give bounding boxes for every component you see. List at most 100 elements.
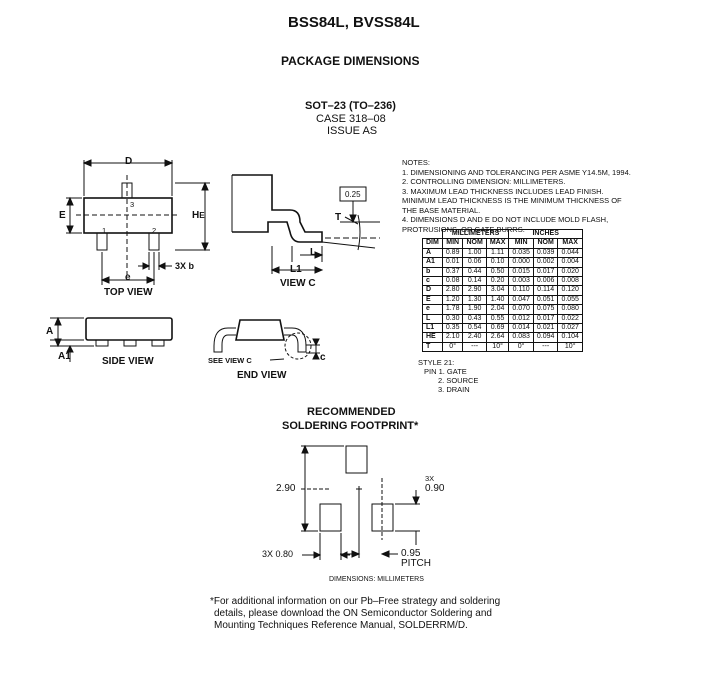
footprint-pad-width: 3X 0.80	[262, 549, 294, 559]
dim-label-a: A	[46, 326, 54, 337]
style-pin-2: 2. SOURCE	[438, 376, 479, 385]
dim-name-cell: A	[422, 247, 443, 259]
value-cell: 0.015	[508, 266, 534, 278]
value-cell: 2.90	[462, 285, 487, 296]
value-cell: 0.080	[557, 304, 583, 315]
table-corner	[422, 229, 443, 240]
value-cell: 2.40	[462, 332, 487, 343]
footprint-units: DIMENSIONS: MILLIMETERS	[329, 576, 424, 583]
dim-label-l: L	[310, 247, 317, 258]
section-title: PACKAGE DIMENSIONS	[281, 54, 420, 68]
side-view-label: SIDE VIEW	[102, 356, 154, 367]
footprint-pad-height: 0.90	[425, 483, 445, 494]
value-cell: 0.039	[532, 247, 559, 259]
style-pin-3: 3. DRAIN	[438, 385, 470, 394]
dim-label-e-pitch: e	[125, 272, 131, 283]
value-cell: 0.06	[462, 257, 487, 268]
view-c-label: VIEW C	[280, 278, 316, 289]
value-cell: 0.01	[441, 257, 464, 268]
value-cell: 0°	[441, 341, 464, 353]
gauge-label: 0.25	[345, 190, 361, 199]
value-cell: 1.00	[462, 247, 487, 259]
value-cell: 0.55	[485, 313, 510, 325]
dim-label-a1: A1	[58, 351, 71, 362]
column-header: MAX	[485, 238, 510, 249]
dim-label-t: T	[335, 212, 342, 223]
page-title: BSS84L, BVSS84L	[288, 14, 420, 31]
value-cell: 0.075	[532, 304, 559, 315]
value-cell: 0.30	[441, 313, 464, 325]
value-cell: 0.008	[557, 276, 583, 287]
notes-heading: NOTES:	[402, 158, 430, 167]
note-line: THE BASE MATERIAL.	[402, 205, 481, 215]
dim-name-cell: L	[422, 313, 443, 325]
value-cell: 0.012	[508, 313, 534, 325]
side-view-drawing	[50, 316, 173, 362]
value-cell: 0.10	[485, 257, 510, 268]
dim-name-cell: E	[422, 294, 443, 306]
value-cell: 0°	[508, 341, 534, 353]
value-cell: 0.14	[462, 276, 487, 287]
value-cell: 1.78	[441, 304, 464, 315]
value-cell: 2.80	[441, 285, 464, 296]
value-cell: 1.20	[441, 294, 464, 306]
note-line: MINIMUM LEAD THICKNESS IS THE MINIMUM TH…	[402, 196, 622, 205]
dim-name-cell: L1	[422, 323, 443, 334]
top-view-label: TOP VIEW	[104, 287, 153, 298]
value-cell: 0.027	[557, 323, 583, 334]
dim-label-d: D	[125, 156, 133, 167]
pin-number-2: 2	[152, 226, 157, 235]
value-cell: 0.021	[532, 323, 559, 334]
value-cell: 0.047	[508, 294, 534, 306]
value-cell: 0.08	[441, 276, 464, 287]
value-cell: 0.070	[508, 304, 534, 315]
value-cell: 0.120	[557, 285, 583, 296]
value-cell: 0.37	[441, 266, 464, 278]
value-cell: 10°	[557, 341, 583, 353]
value-cell: 2.64	[485, 332, 510, 343]
pin-number-1: 1	[102, 226, 107, 235]
pin-number-3: 3	[130, 200, 135, 209]
value-cell: 0.083	[508, 332, 534, 343]
value-cell: 0.055	[557, 294, 583, 306]
value-cell: 1.90	[462, 304, 487, 315]
dim-name-cell: c	[422, 276, 443, 287]
value-cell: 0.004	[557, 257, 583, 268]
footnote-line: *For additional information on our Pb–Fr…	[210, 596, 501, 607]
value-cell: 10°	[485, 341, 510, 353]
value-cell: 1.30	[462, 294, 487, 306]
value-cell: 0.114	[532, 285, 559, 296]
footprint-drawing	[301, 444, 420, 560]
footprint-title-1: RECOMMENDED	[307, 406, 396, 418]
value-cell: 0.50	[485, 266, 510, 278]
value-cell: 2.04	[485, 304, 510, 315]
footprint-dim-height: 2.90	[276, 483, 296, 494]
value-cell: 0.110	[508, 285, 534, 296]
dim-label-c: c	[320, 352, 326, 363]
value-cell: 0.022	[557, 313, 583, 325]
column-header: DIM	[422, 238, 443, 249]
value-cell: 0.000	[508, 257, 534, 268]
value-cell: 0.044	[557, 247, 583, 259]
footprint-pad-height-prefix: 3X	[425, 474, 435, 483]
footnote-line: Mounting Techniques Reference Manual, SO…	[214, 620, 468, 631]
value-cell: 1.40	[485, 294, 510, 306]
dim-label-he: HE	[192, 210, 205, 221]
note-line: 1. DIMENSIONING AND TOLERANCING PER ASME…	[402, 167, 631, 177]
value-cell: 0.54	[462, 323, 487, 334]
note-line: 4. DIMENSIONS D AND E DO NOT INCLUDE MOL…	[402, 215, 609, 224]
column-header: MIN	[441, 238, 464, 249]
end-view-label: END VIEW	[237, 370, 287, 381]
dim-name-cell: b	[422, 266, 443, 278]
value-cell: 0.020	[557, 266, 583, 278]
